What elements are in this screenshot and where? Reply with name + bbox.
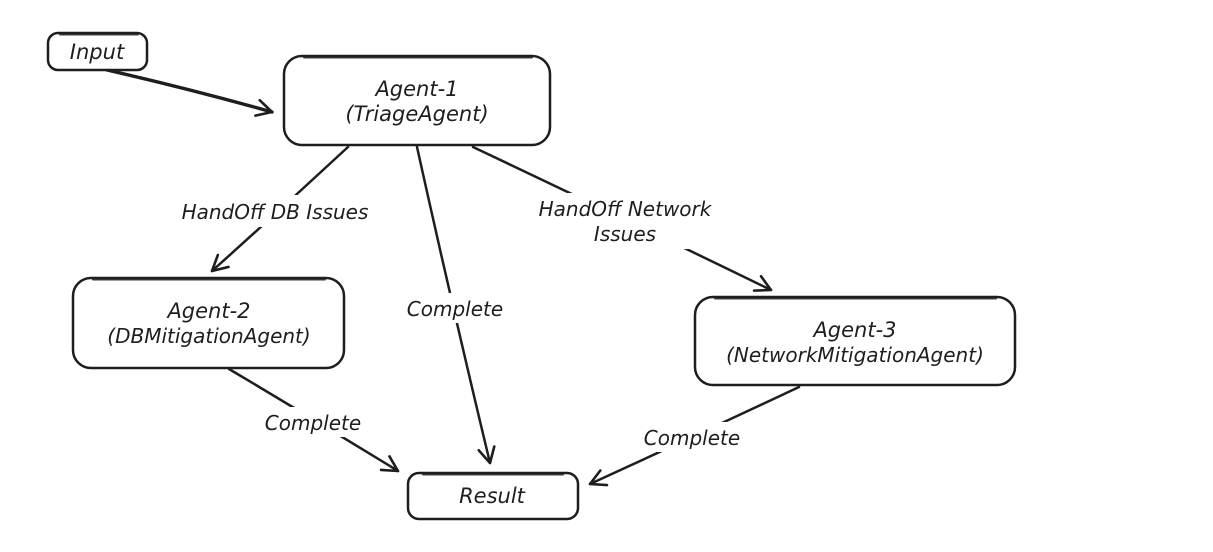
edge-label-handoff-network-line2: Issues xyxy=(594,222,656,246)
edge-label-bg xyxy=(639,422,745,452)
node-result: Result xyxy=(406,471,580,521)
agent1-node-title: Agent-1 xyxy=(373,77,458,101)
edge-label-complete-left: Complete xyxy=(265,411,361,435)
agent2-node-title: Agent-2 xyxy=(165,299,250,323)
edge-label-handoff-db-issues: HandOff DB Issues xyxy=(182,200,369,224)
edge-input-to-agent1 xyxy=(105,68,274,117)
result-node-label: Result xyxy=(459,484,526,508)
agent3-node-subtitle: (NetworkMitigationAgent) xyxy=(726,343,984,367)
edge-label-complete-middle: Complete xyxy=(407,297,503,321)
input-node-shape xyxy=(46,31,149,72)
edge-label-bg xyxy=(528,193,722,249)
edge-labels: HandOff DB Issues HandOff Network Issues… xyxy=(168,193,745,452)
input-node-label: Input xyxy=(70,40,125,64)
node-input: Input xyxy=(46,31,149,72)
agent3-node-shape xyxy=(693,295,1017,387)
edge-label-complete-right: Complete xyxy=(644,426,740,450)
node-agent3-network-mitigation-agent: Agent-3 (NetworkMitigationAgent) xyxy=(693,295,1017,387)
agent1-node-subtitle: (TriageAgent) xyxy=(345,102,488,126)
edge-label-bg xyxy=(402,293,508,323)
result-node-shape xyxy=(406,471,580,521)
node-agent1-triage-agent: Agent-1 (TriageAgent) xyxy=(282,54,552,147)
agent2-node-subtitle: (DBMitigationAgent) xyxy=(107,324,310,348)
edge-label-bg xyxy=(168,195,382,227)
agent2-node-shape xyxy=(71,276,346,370)
edge-label-handoff-network-line1: HandOff Network xyxy=(539,197,713,221)
edge-label-bg xyxy=(260,407,366,437)
agent1-node-shape xyxy=(282,54,552,147)
agent3-node-title: Agent-3 xyxy=(811,318,896,342)
node-agent2-db-mitigation-agent: Agent-2 (DBMitigationAgent) xyxy=(71,276,346,370)
